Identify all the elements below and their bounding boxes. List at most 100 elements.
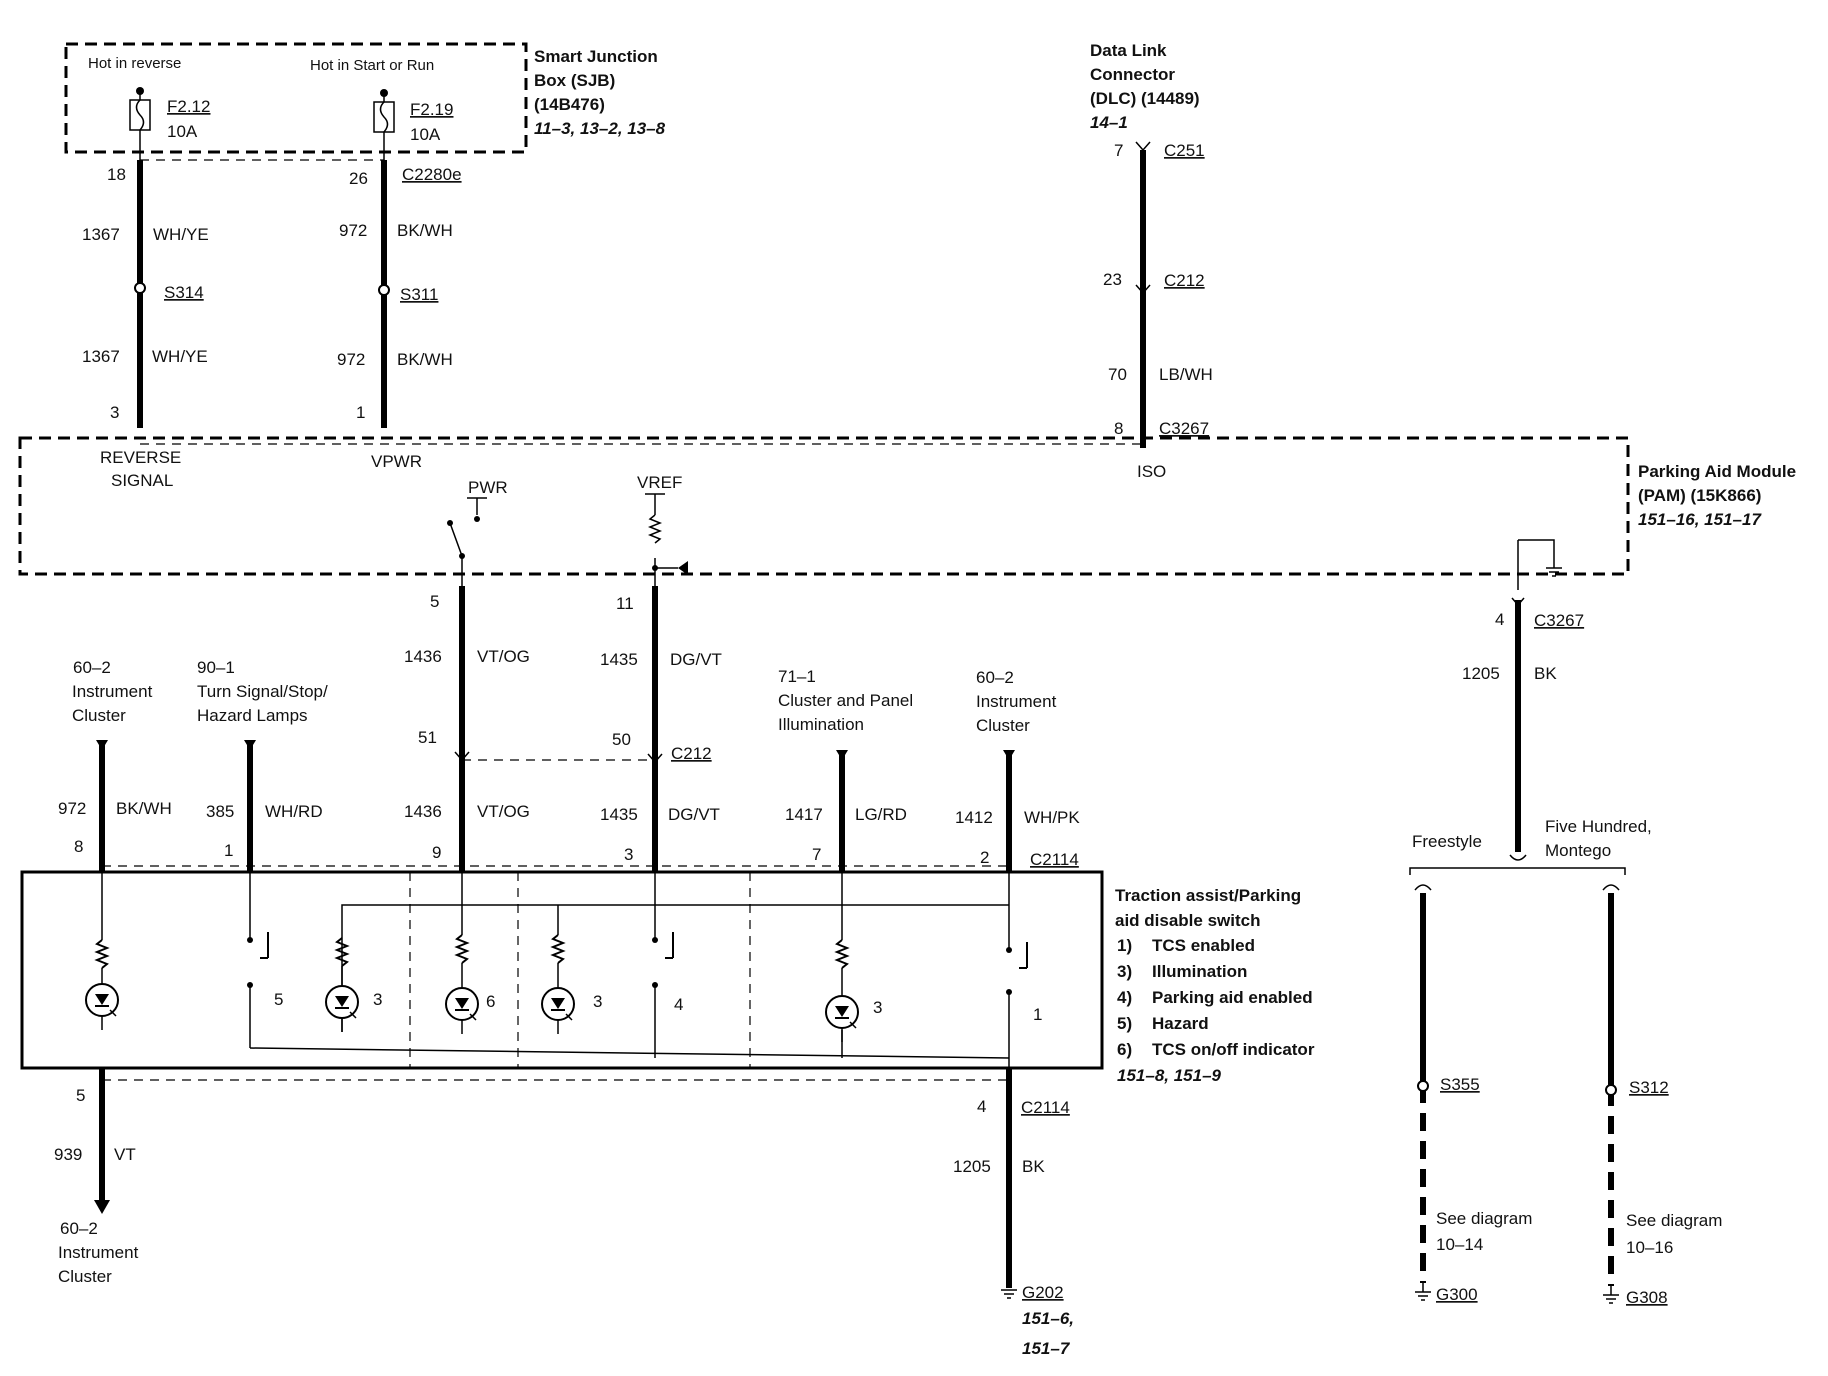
circuit-1436-a: 1436 [404,647,442,666]
ground-g308: G308 [1626,1288,1668,1307]
pin-11: 11 [616,594,634,613]
legend-text-4: Parking aid enabled [1152,988,1313,1007]
bottom-dest-2: Instrument [58,1243,139,1262]
splice-s312 [1605,1084,1617,1096]
switch-hazard [247,932,269,988]
circuit-972-ic: 972 [58,799,86,818]
vref-resistor [645,493,688,590]
legend-text-3: Illumination [1152,962,1247,981]
bottom-dest-3: Cluster [58,1267,112,1286]
pam-pin-reverse-1: REVERSE [100,448,181,467]
color-whpk: WH/PK [1024,808,1080,827]
dlc-title-3: (DLC) (14489) [1090,89,1200,108]
ground-g202: G202 [1022,1283,1064,1302]
sjb-title-3: (14B476) [534,95,605,114]
circuit-1435-b: 1435 [600,805,638,824]
dlc-title-2: Connector [1090,65,1175,84]
circuit-1367-a: 1367 [82,225,120,244]
ic2-dest-3: Cluster [976,716,1030,735]
dlc-title-1: Data Link [1090,41,1167,60]
circuit-385: 385 [206,802,234,821]
dlc-ref: 14–1 [1090,113,1128,132]
ground-icon-g300 [1415,1283,1431,1301]
connector-c3267-bottom: C3267 [1534,611,1584,630]
g202-ref-2: 151–7 [1022,1339,1071,1358]
pam-pin-reverse-2: SIGNAL [111,471,173,490]
switch-label-1: 1 [1033,1005,1042,1024]
pin-51: 51 [418,728,437,747]
pam-box [18,436,1630,576]
pam-title-2: (PAM) (15K866) [1638,486,1761,505]
splice-s314 [134,282,146,294]
color-vt: VT [114,1145,136,1164]
circuit-1367-b: 1367 [82,347,120,366]
fuse1-rating: 10A [167,122,198,141]
variant-freestyle: Freestyle [1412,832,1482,851]
color-bk-pam: BK [1534,664,1557,683]
switch-label-3a: 3 [373,990,382,1009]
color-bkwh-b: BK/WH [397,350,453,369]
g202-ref-1: 151–6, [1022,1309,1074,1328]
splice-s311 [378,284,390,296]
pin-7: 7 [1114,141,1123,160]
dlc-connector-mark [1135,141,1151,152]
connector-c251: C251 [1164,141,1205,160]
ground-g300: G300 [1436,1285,1478,1304]
led-tcs-indicator-1 [85,939,119,1030]
turn-dest-2: Turn Signal/Stop/ [197,682,328,701]
led-illumination-a [325,937,359,1032]
pin-23: 23 [1103,270,1122,289]
connector-c212-mid: C212 [671,744,712,763]
circuit-972-a: 972 [339,221,367,240]
switch-label-5: 5 [274,990,283,1009]
pwr-switch [447,497,487,590]
ic2-dest-2: Instrument [976,692,1057,711]
ic1-dest-1: 60–2 [73,658,111,677]
color-whye-a: WH/YE [153,225,209,244]
variant-fivehundred-1: Five Hundred, [1545,817,1652,836]
led-tcs-onoff [445,934,479,1034]
sjb-hot-start-run: Hot in Start or Run [310,57,434,74]
color-vtog-a: VT/OG [477,647,530,666]
illum-dest-3: Illumination [778,715,864,734]
switch-legend: 1) TCS enabled 3) Illumination 4) Parkin… [1117,936,1315,1059]
sjb-box [64,42,528,154]
color-bkwh-ic: BK/WH [116,799,172,818]
diagram-10-14: 10–14 [1436,1235,1483,1254]
legend-text-6: TCS on/off indicator [1152,1040,1315,1059]
led-illumination-b [541,934,575,1034]
pin-1: 1 [356,403,365,422]
color-whye-b: WH/YE [152,347,208,366]
circuit-1436-b: 1436 [404,802,442,821]
pin-8-dlc: 8 [1114,419,1123,438]
circuit-1412: 1412 [955,808,993,827]
pin-50: 50 [612,730,631,749]
circuit-1205-pam: 1205 [1462,664,1500,683]
splice-s355-label: S355 [1440,1075,1480,1094]
switch-title-1: Traction assist/Parking [1115,886,1301,905]
sjb-hot-reverse: Hot in reverse [88,55,181,72]
splice-s312-label: S312 [1629,1078,1669,1097]
legend-text-5: Hazard [1152,1014,1209,1033]
illum-dest-2: Cluster and Panel [778,691,913,710]
pam-pin-iso: ISO [1137,462,1166,481]
pin-9: 9 [432,843,441,862]
fuse-f2-12 [129,87,151,160]
color-dgvt-b: DG/VT [668,805,720,824]
splice-s314-label: S314 [164,283,204,302]
color-bkwh-a: BK/WH [397,221,453,240]
illum-dest-1: 71–1 [778,667,816,686]
connector-c2114-bottom: C2114 [1021,1098,1070,1117]
circuit-1205-sw: 1205 [953,1157,991,1176]
pam-ref: 151–16, 151–17 [1638,510,1762,529]
bottom-dest-1: 60–2 [60,1219,98,1238]
see-diagram-freestyle: See diagram [1436,1209,1532,1228]
legend-num-5: 5) [1117,1014,1132,1033]
sjb-title-2: Box (SJB) [534,71,615,90]
circuit-1435-a: 1435 [600,650,638,669]
pin-7-illum: 7 [812,845,821,864]
turn-dest-1: 90–1 [197,658,235,677]
pin-3-vref: 3 [624,845,633,864]
switch-ref: 151–8, 151–9 [1117,1066,1222,1085]
